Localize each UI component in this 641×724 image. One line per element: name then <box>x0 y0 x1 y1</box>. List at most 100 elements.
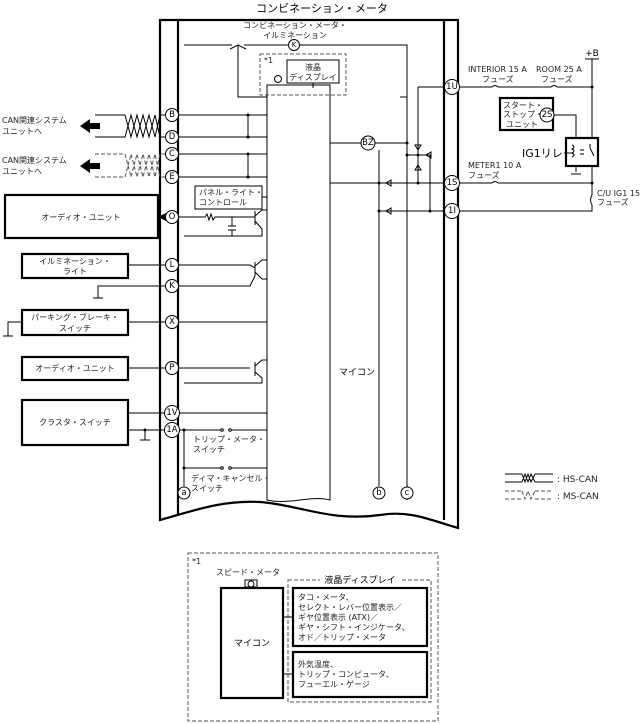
buzzer-label: BZ <box>362 138 374 148</box>
connector-label: K <box>169 281 175 291</box>
connector-X: X <box>165 315 179 329</box>
diagram-title: コンビネーション・メータ <box>256 2 388 15</box>
lcd-module: *1 液晶 ディスプレイ <box>259 53 347 96</box>
audio-unit-1-label: オーディオ・ユニット <box>41 212 120 222</box>
connectors: B D C E O L K X P 1V 1A a b c 1U 1S 1I <box>164 79 460 500</box>
illumination-circuit: コンビネーション・メータ・ イルミネーション K <box>184 21 408 98</box>
can-label: CAN関連システム <box>2 115 67 125</box>
cu-ig1-fuse-label: C/U IG1 15 A <box>597 189 641 198</box>
connector-a: a <box>177 486 191 500</box>
parking-brake-label: パーキング・ブレーキ・ <box>31 312 119 322</box>
speedometer-icon <box>274 75 282 83</box>
cu-ig1-fuse-label: フューズ <box>597 197 629 207</box>
connector-O: O <box>165 210 179 224</box>
connector-1U: 1U <box>444 79 460 95</box>
lcd-section-1 <box>291 586 429 648</box>
switch-labels: トリップ・メータ・ スイッチ ディマ・キャンセル・ スイッチ <box>191 435 270 493</box>
audio-unit-2-label: オーディオ・ユニット <box>35 363 114 373</box>
can-labels: CAN関連システム ユニットへ CAN関連システム ユニットへ <box>2 115 67 176</box>
panel-light-control: パネル・ライト・ コントロール <box>194 185 263 210</box>
audio-unit-1 <box>3 193 160 240</box>
right-internal-wiring: BZ <box>330 86 446 500</box>
dimmer-cancel-switch-label: ディマ・キャンセル・ <box>191 473 270 483</box>
interior-fuse-label: フューズ <box>482 74 514 84</box>
connector-label: P <box>169 363 174 373</box>
connector-c: c <box>400 486 414 500</box>
arrow-left-icon <box>158 213 166 221</box>
detail-box: *1 スピード・メータ マイコン 液晶ディスプレイ タコ・メータ、 セレクト・レ… <box>187 552 439 722</box>
connector-label: 1U <box>446 82 458 92</box>
start-stop-label: ユニット <box>506 120 538 129</box>
room-fuse-label: ROOM 25 A <box>536 65 582 74</box>
connector-label: b <box>376 488 381 498</box>
note-mark: *1 <box>264 56 273 65</box>
illumination-label: コンビネーション・メータ・ <box>243 21 347 30</box>
start-stop-label: スタート・ <box>503 101 543 110</box>
connector-label: D <box>169 132 176 142</box>
illumination-light <box>20 252 130 280</box>
parking-brake-switch <box>20 308 130 337</box>
connector-K: K <box>165 279 179 293</box>
connector-L: L <box>165 258 179 272</box>
lcd-label: ディスプレイ <box>289 72 336 82</box>
lcd-item: オド／トリップ・メータ <box>298 633 386 642</box>
connector-label: 1I <box>448 206 456 216</box>
connector-1S: 1S <box>444 175 460 191</box>
connector-P: P <box>165 361 179 375</box>
connector-1I: 1I <box>444 203 460 219</box>
parking-brake-label: スイッチ <box>59 324 91 333</box>
illumination-light-label: ライト <box>63 267 87 276</box>
connector-B: B <box>165 108 179 122</box>
note-mark: *1 <box>192 557 201 566</box>
arrow-left-icon <box>80 159 100 173</box>
can-label: ユニットへ <box>2 167 42 176</box>
connector-label: X <box>169 317 175 327</box>
connector-label: B <box>169 110 175 120</box>
power-supply: +B INTERIOR 15 A フューズ ROOM 25 A フューズ スター… <box>460 49 641 212</box>
connector-label: E <box>169 172 174 182</box>
microcomputer: マイコン <box>266 84 375 502</box>
start-stop-label: ストップ・ <box>503 110 543 119</box>
lcd-item: フューエル・ゲージ <box>298 679 370 689</box>
left-wiring <box>3 113 267 486</box>
detail-microcomputer-label: マイコン <box>234 639 270 649</box>
lcd-item: ギヤ位置表示 (ATX)／ <box>298 612 378 622</box>
legend-ms-can: : MS-CAN <box>557 492 599 502</box>
lcd-label: 液晶 <box>305 62 321 72</box>
interior-fuse-label: INTERIOR 15 A <box>468 65 527 74</box>
connector-label: 1A <box>166 425 177 435</box>
ig1-relay-label: IG1リレー <box>522 147 574 160</box>
plus-b-label: +B <box>585 49 599 59</box>
connector-label: c <box>405 488 410 498</box>
cluster-switch-label: クラスタ・スイッチ <box>39 418 111 427</box>
connector-b: b <box>372 486 386 500</box>
meter1-fuse-label: METER1 10 A <box>468 161 522 170</box>
external-units: オーディオ・ユニット イルミネーション・ ライト パーキング・ブレーキ・ スイッ… <box>3 193 160 447</box>
arrow-left-icon <box>80 119 100 133</box>
audio-unit-2 <box>20 355 130 382</box>
lcd-item: ギヤ・シフト・インジケータ、 <box>298 623 410 632</box>
lamp-icon <box>288 39 300 51</box>
can-label: ユニットへ <box>2 127 42 136</box>
lcd-title: 液晶ディスプレイ <box>324 574 395 586</box>
lcd-section-2 <box>291 650 429 699</box>
connector-label: a <box>181 488 186 498</box>
connector-C: C <box>165 147 179 161</box>
lcd-item: タコ・メータ、 <box>298 593 354 602</box>
can-label: CAN関連システム <box>2 155 67 165</box>
lcd-item: セレクト・レバー位置表示／ <box>298 602 402 612</box>
connector-label: 2S <box>542 110 553 120</box>
illumination-label: イルミネーション <box>263 31 327 40</box>
panel-light-label: コントロール <box>199 198 247 207</box>
lcd-item: トリップ・コンピュータ、 <box>298 670 394 679</box>
speedometer-label: スピード・メータ <box>216 568 280 577</box>
illumination-light-label: イルミネーション・ <box>39 257 111 266</box>
detail-microcomputer <box>219 586 285 700</box>
connector-label: 1V <box>166 408 177 418</box>
panel-light-label: パネル・ライト・ <box>199 188 263 197</box>
connector-1A: 1A <box>164 422 180 438</box>
microcomputer-label: マイコン <box>339 368 375 378</box>
lcd-item: 外気温度、 <box>298 659 338 669</box>
connector-label: C <box>169 149 175 159</box>
